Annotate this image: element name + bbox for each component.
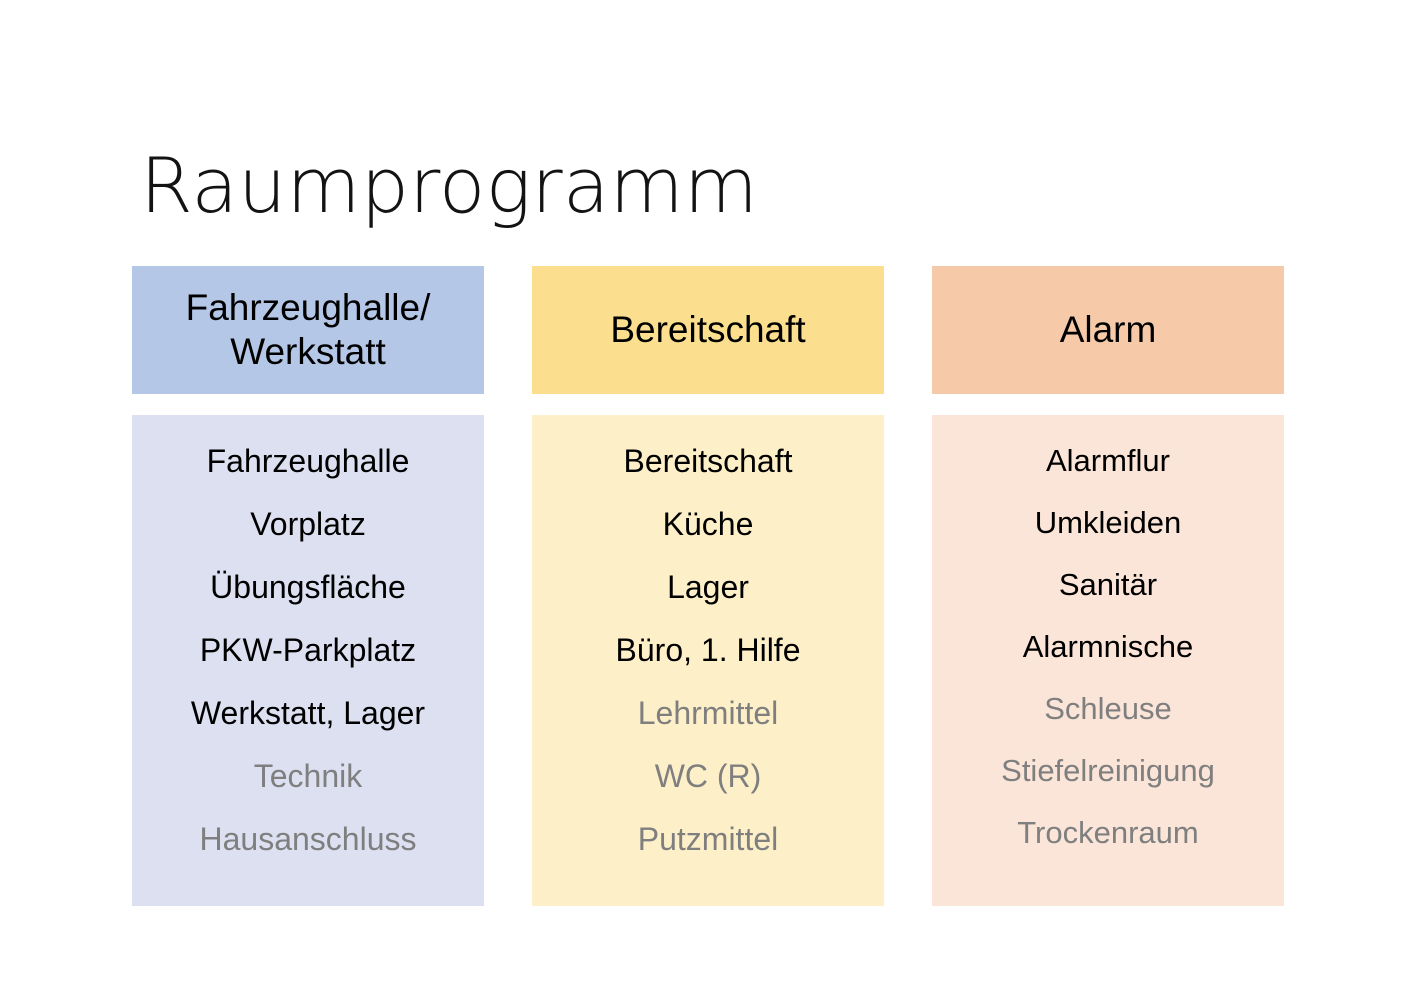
room-list-item[interactable]: WC (R) — [654, 758, 762, 794]
room-list-item[interactable]: Schleuse — [1044, 691, 1172, 726]
room-list-item[interactable]: Lager — [667, 569, 749, 605]
room-list-item[interactable]: Vorplatz — [250, 506, 366, 542]
room-list-item[interactable]: Übungsfläche — [210, 569, 406, 605]
room-list-item[interactable]: Putzmittel — [637, 821, 779, 857]
room-list-item[interactable]: Büro, 1. Hilfe — [615, 632, 801, 668]
room-list-item[interactable]: Trockenraum — [1017, 815, 1199, 850]
room-list-item[interactable]: Stiefelreinigung — [1001, 753, 1215, 788]
column-header-line-2: Werkstatt — [230, 331, 386, 372]
room-list-item[interactable]: Technik — [253, 758, 363, 794]
page-title: Raumprogramm — [140, 140, 759, 230]
room-list-item[interactable]: PKW-Parkplatz — [199, 632, 417, 668]
column-header-bereitschaft[interactable]: Bereitschaft — [532, 266, 884, 394]
room-list-item[interactable]: Lehrmittel — [637, 695, 779, 731]
room-list-item[interactable]: Alarmflur — [1045, 443, 1170, 478]
room-list-item[interactable]: Bereitschaft — [623, 443, 793, 479]
column-header-fahrzeughalle-werkstatt[interactable]: Fahrzeughalle/ Werkstatt — [132, 266, 484, 394]
room-list-item[interactable]: Hausanschluss — [199, 821, 417, 857]
column-header-line-1: Bereitschaft — [610, 309, 806, 351]
room-list-item[interactable]: Küche — [662, 506, 754, 542]
column-header-alarm[interactable]: Alarm — [932, 266, 1284, 394]
room-list-item[interactable]: Fahrzeughalle — [206, 443, 410, 479]
room-list-item[interactable]: Werkstatt, Lager — [190, 695, 426, 731]
room-list-item[interactable]: Alarmnische — [1022, 629, 1194, 664]
column-header-line-1: Fahrzeughalle/ — [185, 287, 431, 329]
room-list-item[interactable]: Umkleiden — [1034, 505, 1182, 540]
room-list-item[interactable]: Sanitär — [1058, 567, 1158, 602]
column-header-line-1: Alarm — [1059, 309, 1157, 351]
